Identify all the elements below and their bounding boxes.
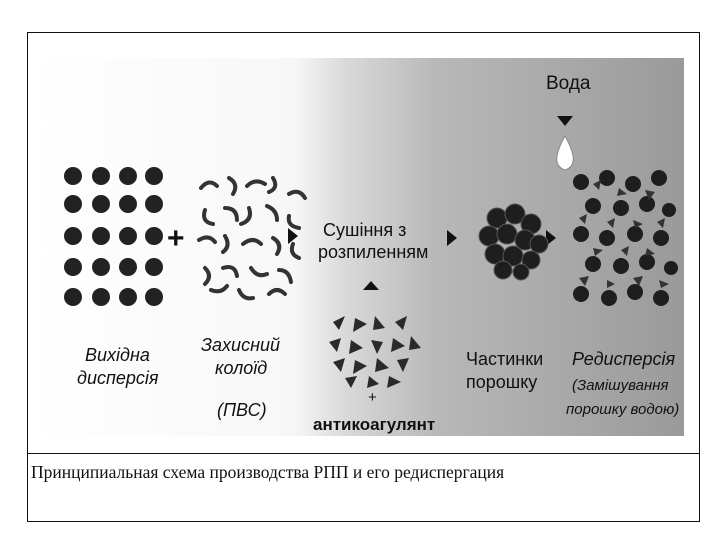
plus-under-anticoagulant: + bbox=[368, 389, 377, 406]
caption-divider bbox=[27, 453, 700, 454]
protective-colloid-chains bbox=[197, 176, 307, 301]
arrow-3 bbox=[546, 230, 556, 246]
spray-drying-label-line1: Сушіння з bbox=[323, 220, 406, 240]
arrow-down bbox=[557, 116, 573, 126]
pva-label: (ПВС) bbox=[217, 400, 267, 420]
arrow-1 bbox=[288, 228, 298, 244]
diagram-background bbox=[33, 58, 684, 436]
water-label: Вода bbox=[546, 73, 591, 94]
figure-caption: Принципиальная схема производства РПП и … bbox=[31, 462, 505, 482]
redispersion-note-line1: (Замішування bbox=[572, 377, 668, 394]
water-drop bbox=[556, 134, 574, 171]
powder-particle-cluster bbox=[478, 203, 549, 281]
powder-particles-label-line2: порошку bbox=[466, 372, 537, 392]
powder-particles-label-line1: Частинки bbox=[466, 349, 543, 369]
redispersion-note-line2: порошку водою) bbox=[566, 401, 679, 418]
plus-sign: + bbox=[167, 222, 185, 255]
protective-colloid-label-line2: колоїд bbox=[215, 358, 267, 378]
initial-dispersion-particles bbox=[64, 167, 163, 306]
anticoagulant-particles bbox=[329, 316, 421, 388]
redispersion-label: Редисперсія bbox=[572, 349, 675, 369]
initial-dispersion-label-line1: Вихідна bbox=[85, 345, 150, 365]
protective-colloid-label-line1: Захисний bbox=[201, 335, 280, 355]
process-diagram: + bbox=[33, 58, 684, 436]
arrow-up bbox=[363, 281, 379, 290]
spray-drying-label-line2: розпиленням bbox=[318, 242, 428, 262]
arrow-2 bbox=[447, 230, 457, 246]
initial-dispersion-label-line2: дисперсія bbox=[77, 368, 159, 388]
redispersion-particles bbox=[573, 170, 678, 306]
anticoagulant-label: антикоагулянт bbox=[313, 415, 435, 434]
